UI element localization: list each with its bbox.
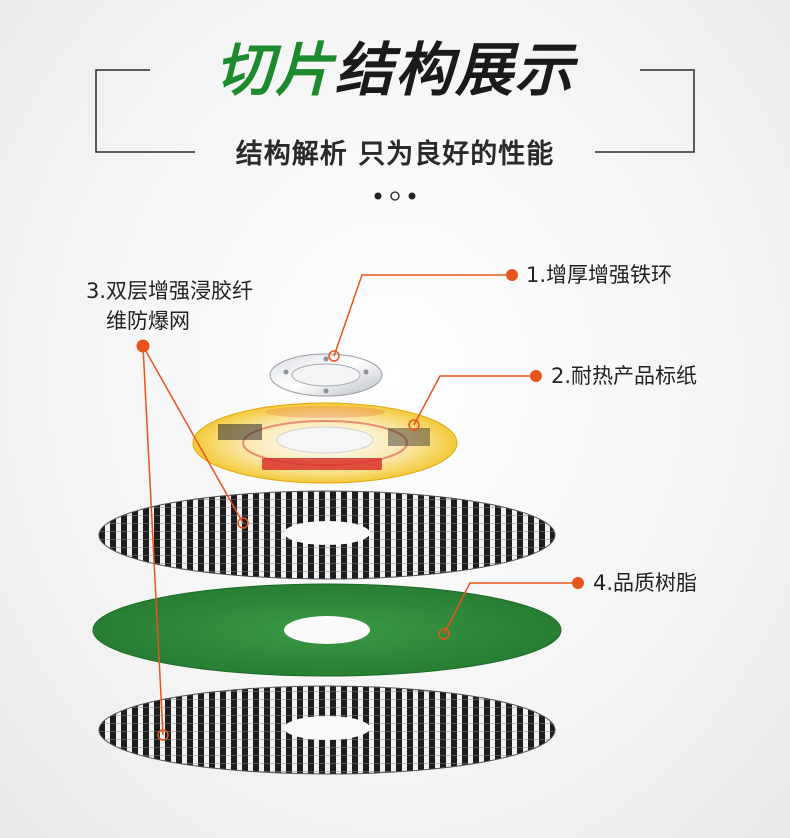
header-frame [95, 69, 695, 153]
label-mesh: 3.双层增强浸胶纤 维防爆网 [86, 276, 306, 336]
target-ring [328, 350, 340, 362]
callout-dots [136, 269, 584, 741]
mesh-disc-bottom [98, 685, 556, 775]
dot-3 [408, 192, 416, 200]
callouts [142, 274, 578, 736]
dots-indicator [374, 191, 416, 201]
label-ring: 1.增厚增强铁环 [526, 263, 673, 287]
metal-ring [269, 353, 383, 397]
label-resin: 4.品质树脂 [593, 571, 698, 595]
label-paper: 2.耐热产品标纸 [551, 364, 698, 388]
frame-left [95, 69, 195, 153]
label-mesh-line2: 维防爆网 [106, 309, 190, 333]
callout-line-mesh-top [142, 345, 244, 524]
page-subtitle: 结构解析 只为良好的性能 [235, 139, 555, 170]
title-dark-part: 结构展示 [335, 36, 576, 104]
resin-disc [92, 583, 562, 677]
callout-line-mesh-bottom [142, 345, 164, 736]
page-title: 切片结构展示 [0, 32, 790, 108]
mesh-disc-top [98, 490, 556, 580]
label-mesh-line1: 3.双层增强浸胶纤 [86, 279, 254, 303]
dot-paper-label [530, 370, 542, 382]
frame-right [595, 69, 695, 153]
dot-ring-label [506, 269, 518, 281]
target-paper [408, 419, 420, 431]
dot-2 [390, 191, 400, 201]
dot-1 [374, 192, 382, 200]
target-resin [438, 628, 450, 640]
callout-line-paper [413, 375, 536, 426]
label-paper [192, 402, 458, 484]
dot-resin-label [572, 577, 584, 589]
callout-line-ring [333, 274, 512, 357]
dot-mesh-label [136, 339, 150, 353]
title-green-part: 切片 [214, 36, 335, 104]
target-mesh-top [237, 517, 249, 529]
target-mesh-bottom [157, 729, 169, 741]
callout-line-resin [443, 582, 578, 635]
